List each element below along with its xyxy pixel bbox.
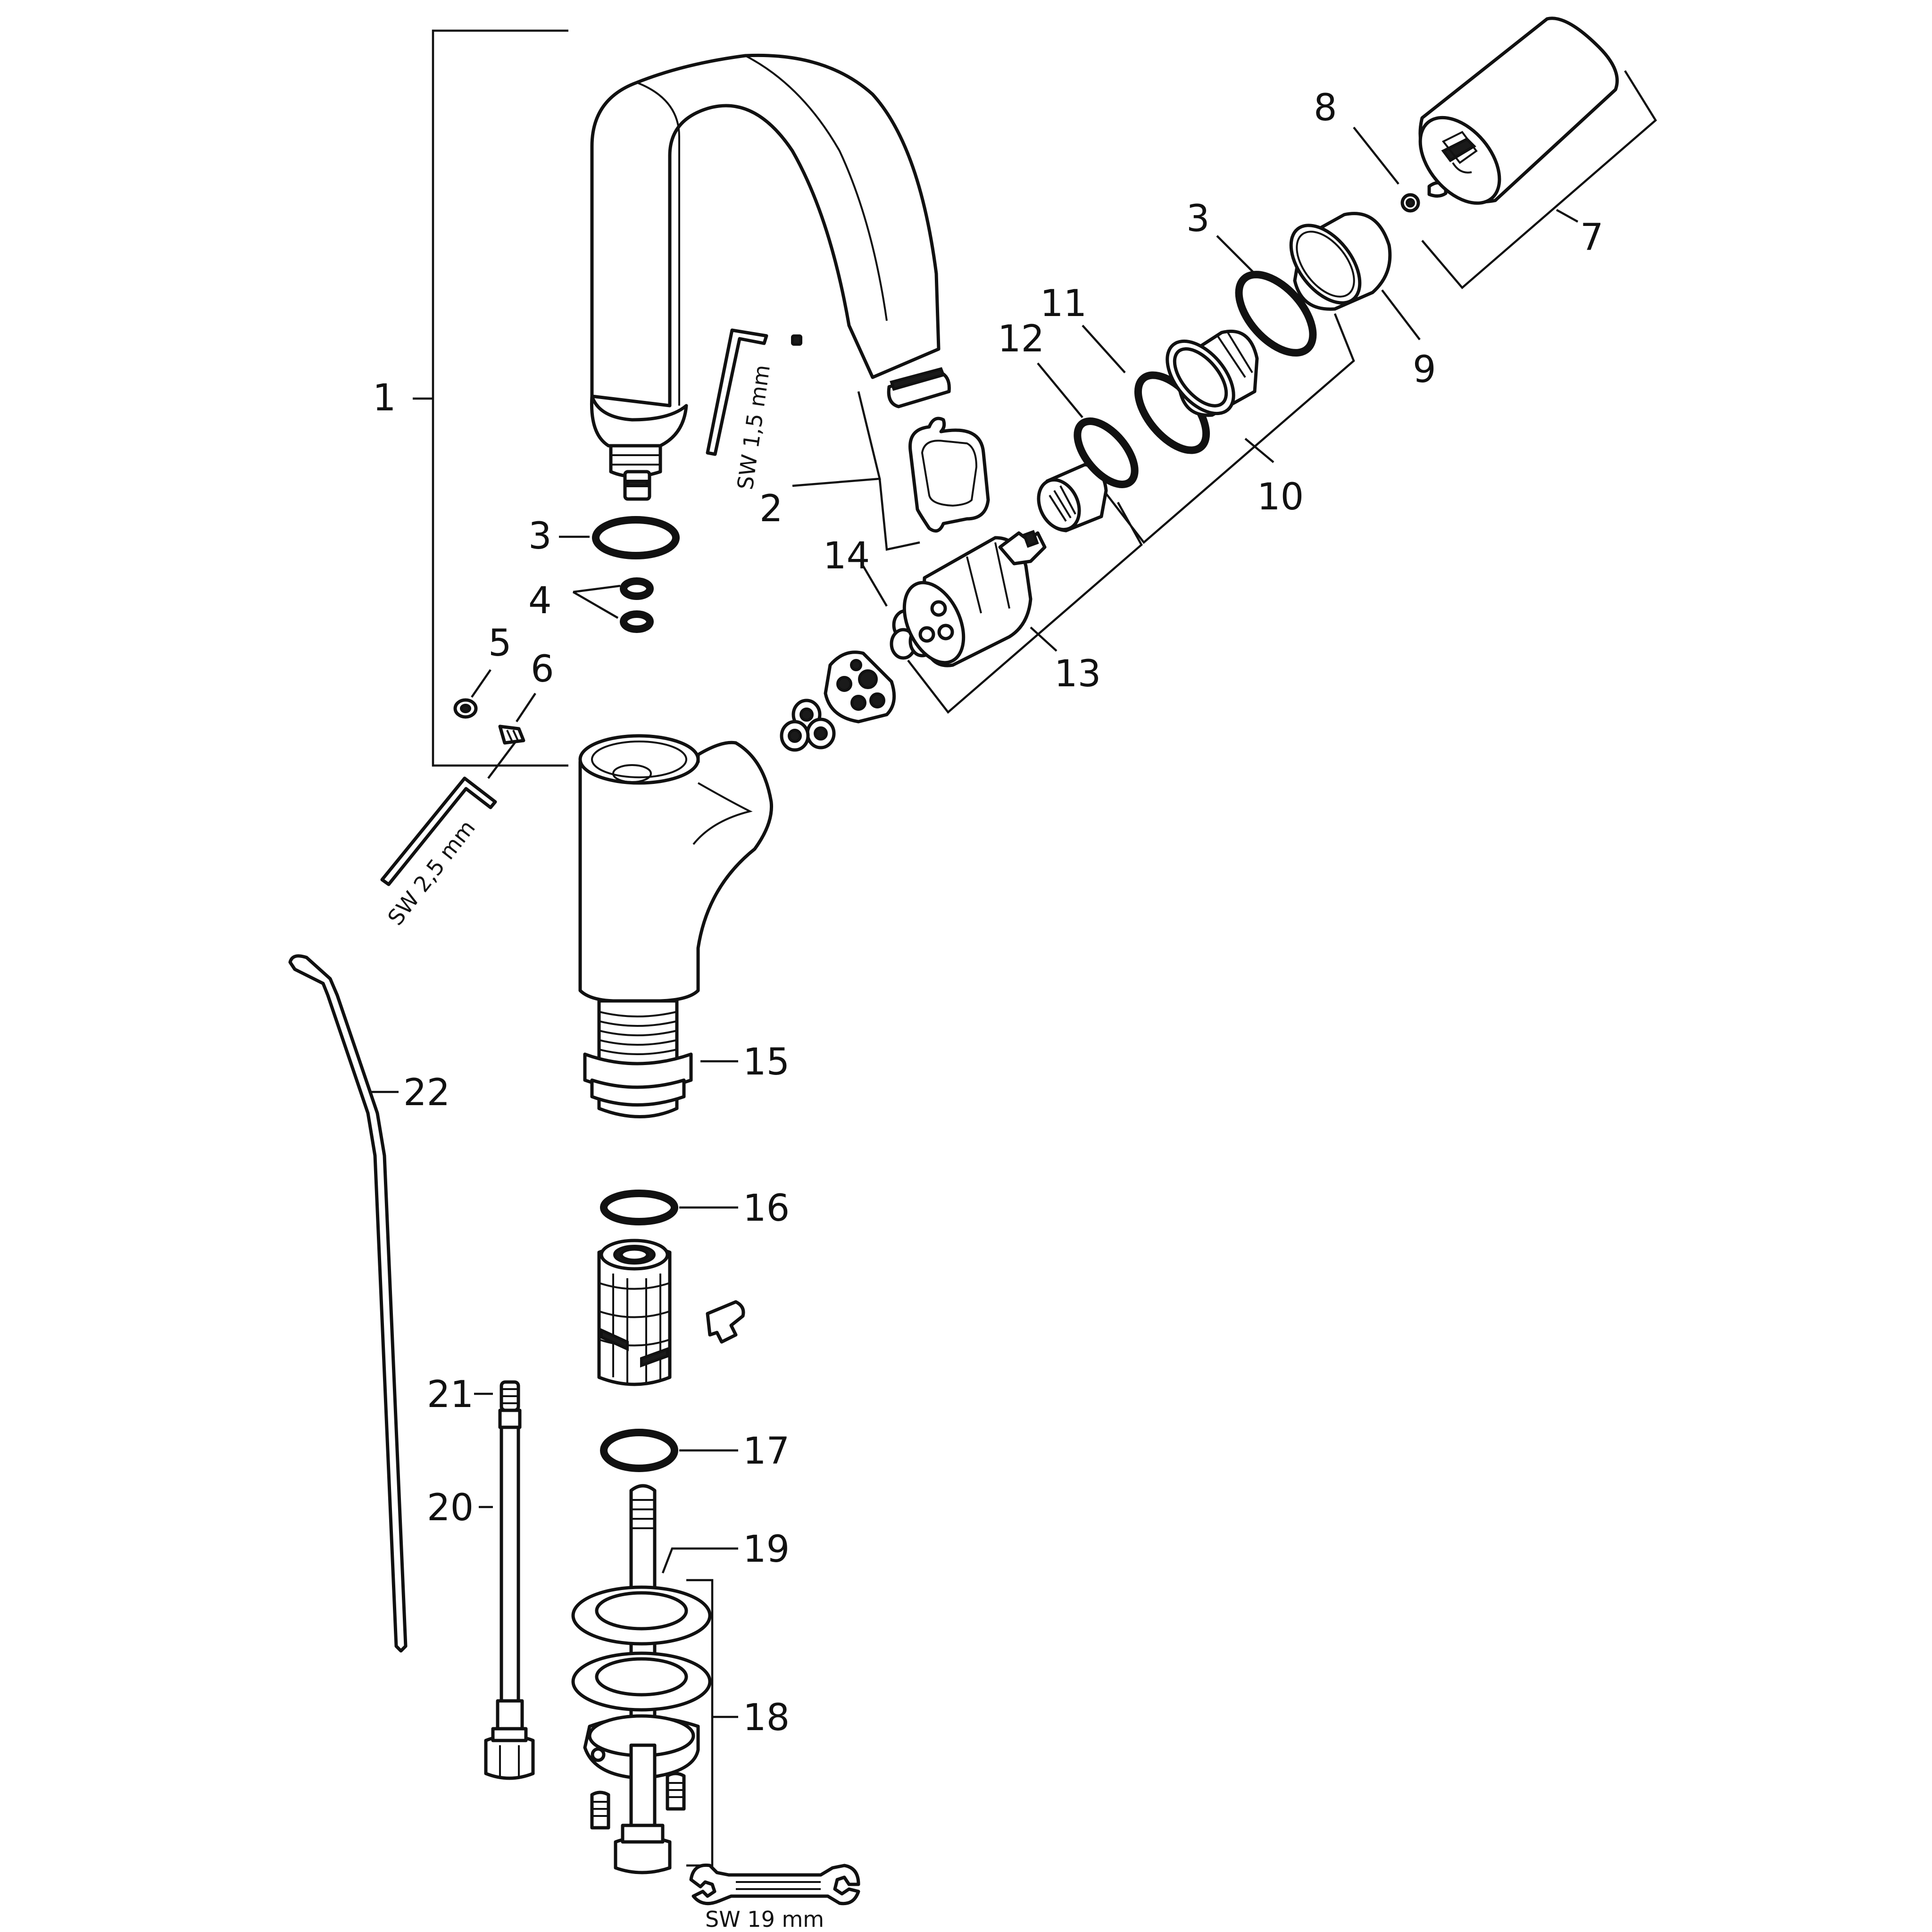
callout-8: 8 (1314, 87, 1337, 129)
threaded-shank (583, 999, 693, 1118)
leader-lines (370, 29, 1657, 1867)
callout-11: 11 (1040, 283, 1087, 325)
aerator (887, 367, 990, 533)
hex-key-small: SW 1,5 mm (706, 328, 802, 491)
oring-12 (1074, 417, 1139, 488)
plug-8 (1400, 181, 1448, 213)
callout-16: 16 (743, 1187, 790, 1230)
oring-16 (600, 1190, 678, 1225)
spout (590, 53, 941, 501)
flex-hose (484, 1380, 535, 1780)
cartridge-base (824, 650, 896, 724)
oring-3-upper (1235, 271, 1317, 357)
drain-rod (288, 954, 408, 1653)
callout-15: 15 (743, 1041, 790, 1083)
callout-5: 5 (488, 622, 512, 665)
cartridge-nut (1037, 463, 1108, 533)
hex-key-large: SW 2,5 mm (380, 776, 497, 930)
handle (1418, 17, 1619, 205)
label-sw-19: SW 19 mm (705, 1907, 824, 1932)
mounting-set (571, 1484, 712, 1874)
oring-17 (600, 1429, 678, 1472)
callout-19: 19 (743, 1528, 790, 1571)
label-sw-1-5: SW 1,5 mm (732, 363, 775, 491)
callout-21: 21 (427, 1374, 474, 1416)
callout-14: 14 (823, 535, 870, 577)
callout-numbers: 1 2 3 4 5 6 7 8 9 3 10 11 12 13 14 15 16… (373, 87, 1604, 1739)
diverter-cartridge (597, 1239, 745, 1386)
callout-1: 1 (373, 377, 396, 419)
grub-screw-5 (453, 698, 478, 719)
callout-2: 2 (759, 488, 783, 530)
callout-7: 7 (1580, 217, 1604, 259)
tap-body (578, 734, 774, 1003)
callout-4: 4 (528, 580, 552, 622)
callout-20: 20 (427, 1487, 474, 1529)
callout-17: 17 (743, 1430, 790, 1473)
threaded-ring (1166, 329, 1259, 417)
grub-screw-6 (498, 724, 525, 745)
small-orings-4 (620, 577, 654, 633)
callout-6: 6 (531, 648, 554, 691)
callout-3-lower: 3 (528, 515, 552, 558)
callout-12: 12 (998, 318, 1044, 360)
callout-9: 9 (1413, 349, 1436, 391)
callout-13: 13 (1054, 653, 1101, 695)
wrench-icon: SW 19 mm (689, 1863, 860, 1932)
callout-22: 22 (403, 1072, 450, 1114)
callout-3-upper: 3 (1186, 198, 1210, 240)
cover-ring (1289, 212, 1392, 311)
callout-18: 18 (743, 1697, 790, 1739)
oring-3-lower (592, 516, 680, 559)
callout-10: 10 (1257, 476, 1304, 518)
cartridge (902, 530, 1047, 667)
